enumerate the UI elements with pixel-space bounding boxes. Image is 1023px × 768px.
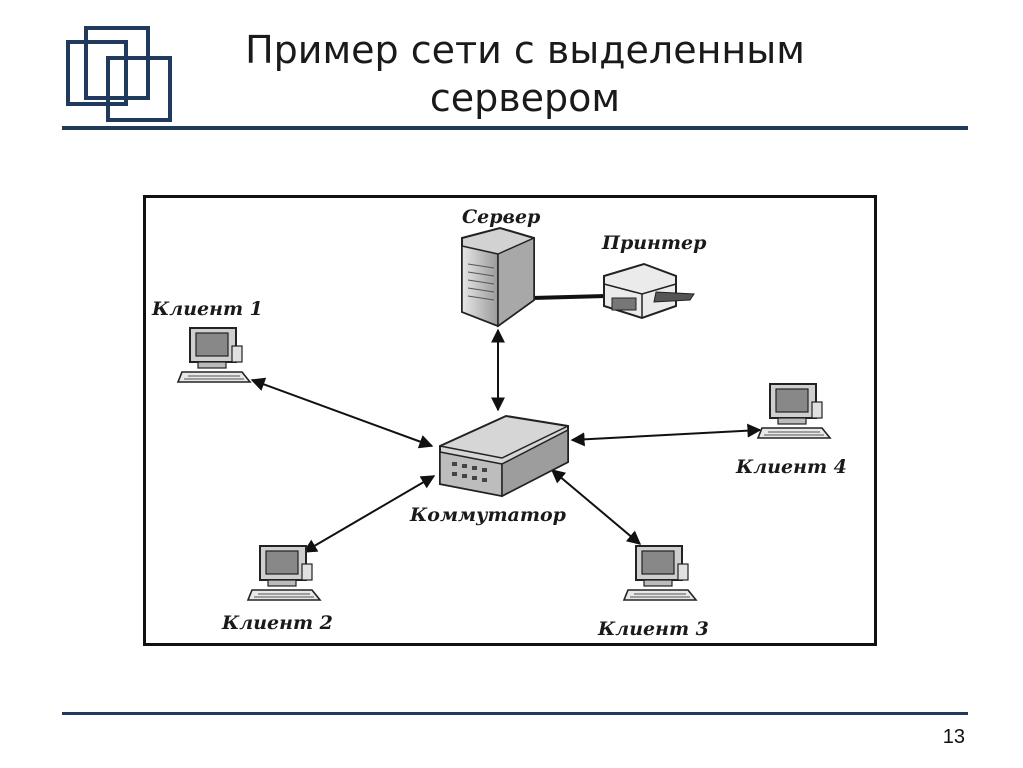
link-client3-switch [550,469,642,545]
client-4-computer-icon [757,383,831,439]
client-2-label: Клиент 2 [222,612,333,634]
client-1-computer-icon [177,327,251,383]
client-4-label: Клиент 4 [736,456,847,478]
switch-icon [439,414,569,498]
server-label: Сервер [462,206,541,228]
printer-icon [603,262,695,320]
link-server-printer [531,294,607,300]
printer-label: Принтер [602,232,707,254]
server-icon [461,226,535,328]
title-line-2: сервером [429,76,621,120]
link-client1-switch [250,377,434,449]
link-client2-switch [302,475,436,553]
link-client4-switch [570,423,762,447]
client-1-label: Клиент 1 [152,298,263,320]
page-number: 13 [942,726,965,748]
client-2-computer-icon [247,545,321,601]
logo-icon [66,26,172,122]
header-divider [62,126,968,130]
switch-label: Коммутатор [410,504,566,526]
page-title: Пример сети с выделенным сервером [200,26,850,122]
footer-divider [62,712,968,715]
client-3-label: Клиент 3 [598,618,709,640]
client-3-computer-icon [623,545,697,601]
diagram-frame [143,195,877,646]
title-line-1: Пример сети с выделенным [245,28,805,72]
